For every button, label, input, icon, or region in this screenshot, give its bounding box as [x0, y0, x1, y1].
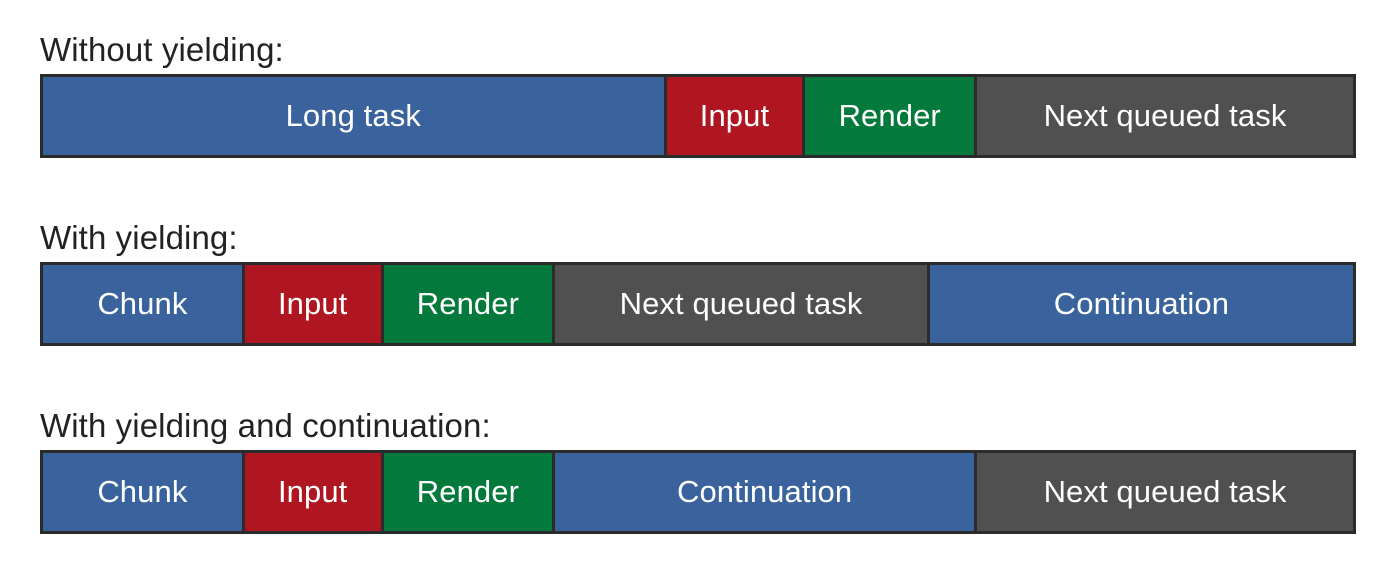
segment-label: Next queued task — [619, 286, 863, 321]
segment-label: Next queued task — [1043, 474, 1287, 509]
diagram-section-with-yielding: With yielding: Chunk Input Render Next q… — [40, 218, 1356, 346]
segment-render: Render — [383, 265, 556, 343]
segment-input: Input — [244, 453, 384, 531]
segment-label: Continuation — [1053, 286, 1230, 321]
timeline-with-yielding-and-continuation: Chunk Input Render Continuation Next que… — [40, 450, 1356, 534]
timeline-with-yielding: Chunk Input Render Next queued task Cont… — [40, 262, 1356, 346]
segment-render: Render — [383, 453, 556, 531]
segment-label: Input — [277, 474, 348, 509]
segment-label: Input — [699, 98, 770, 133]
segment-continuation: Continuation — [555, 453, 978, 531]
segment-label: Next queued task — [1043, 98, 1287, 133]
segment-label: Render — [416, 286, 520, 321]
segment-label: Chunk — [97, 286, 188, 321]
segment-label: Render — [838, 98, 941, 133]
segment-chunk: Chunk — [43, 265, 245, 343]
segment-label: Continuation — [676, 474, 853, 509]
segment-next-queued-task: Next queued task — [977, 453, 1353, 531]
segment-continuation: Continuation — [929, 265, 1353, 343]
segment-input: Input — [244, 265, 384, 343]
segment-label: Chunk — [97, 474, 188, 509]
diagram-section-with-yielding-and-continuation: With yielding and continuation: Chunk In… — [40, 406, 1356, 534]
segment-input: Input — [666, 77, 806, 155]
section-title-with-yielding: With yielding: — [40, 219, 238, 256]
segment-label: Render — [416, 474, 520, 509]
segment-next-queued-task: Next queued task — [555, 265, 930, 343]
segment-render: Render — [805, 77, 978, 155]
segment-label: Long task — [285, 98, 421, 133]
section-title-without-yielding: Without yielding: — [40, 31, 284, 68]
segment-chunk: Chunk — [43, 453, 245, 531]
segment-long-task: Long task — [43, 77, 667, 155]
segment-label: Input — [277, 286, 348, 321]
diagram-section-without-yielding: Without yielding: Long task Input Render… — [40, 30, 1356, 158]
timeline-without-yielding: Long task Input Render Next queued task — [40, 74, 1356, 158]
section-title-with-yielding-and-continuation: With yielding and continuation: — [40, 407, 491, 444]
segment-next-queued-task: Next queued task — [977, 77, 1353, 155]
